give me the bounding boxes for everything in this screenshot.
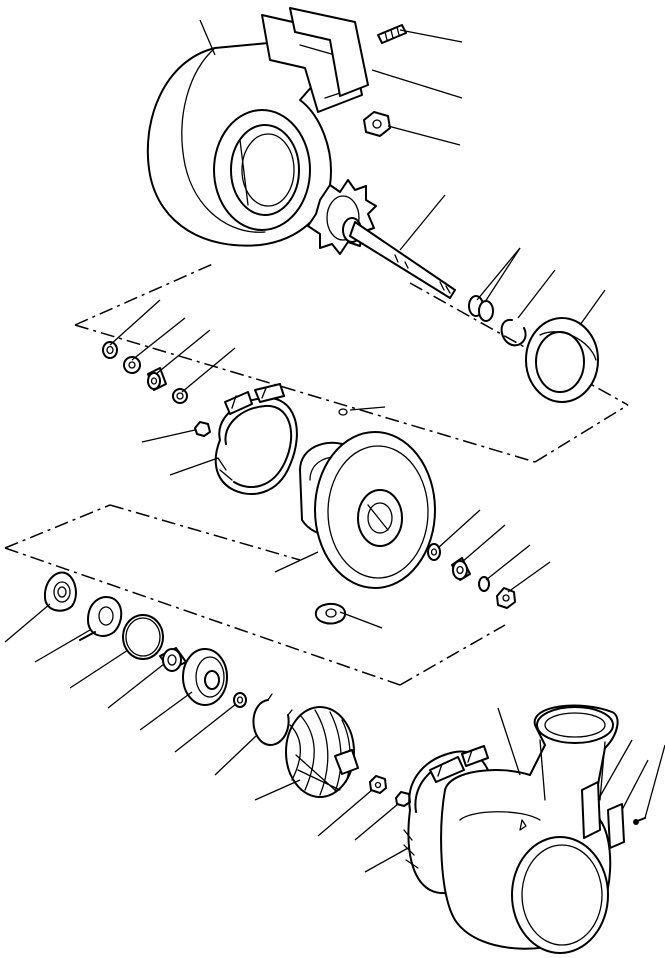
collar-icon <box>496 587 516 609</box>
deflector-icon <box>79 596 123 641</box>
leader-lines <box>4 19 665 873</box>
washer-icon <box>427 543 441 561</box>
shroud-icon <box>525 317 599 403</box>
bearing-icon <box>451 557 471 581</box>
plate-icon <box>43 571 77 612</box>
assembly-boundary-lower <box>4 504 506 686</box>
turbine-wheel-icon <box>307 179 456 299</box>
nut-icon <box>194 421 211 437</box>
ring-icon <box>468 295 494 322</box>
nut-icon <box>363 111 391 137</box>
snap-ring-icon <box>252 693 293 746</box>
washer-icon <box>102 341 118 359</box>
screw-icon <box>633 817 646 825</box>
spacer-icon <box>159 647 187 672</box>
turbine-housing-icon <box>146 14 363 247</box>
o-ring-icon <box>338 408 348 416</box>
gasket-icon <box>314 603 346 625</box>
compressor-wheel-icon <box>285 706 359 798</box>
o-ring-icon <box>122 614 164 660</box>
washer-icon <box>172 388 188 404</box>
gasket-icon <box>289 7 369 97</box>
compressor-housing-icon <box>440 704 619 954</box>
nut-icon <box>395 791 411 807</box>
plate-icon <box>581 781 625 849</box>
ring-icon <box>233 692 247 708</box>
insert-icon <box>182 648 228 706</box>
washer-icon <box>123 356 141 374</box>
clamp-icon <box>214 383 298 495</box>
sleeve-icon <box>147 367 167 391</box>
washer-icon <box>478 576 490 592</box>
stud-icon <box>377 24 407 44</box>
nut-icon <box>369 775 387 794</box>
snap-ring-icon <box>500 318 527 347</box>
backplate-icon <box>314 431 436 589</box>
